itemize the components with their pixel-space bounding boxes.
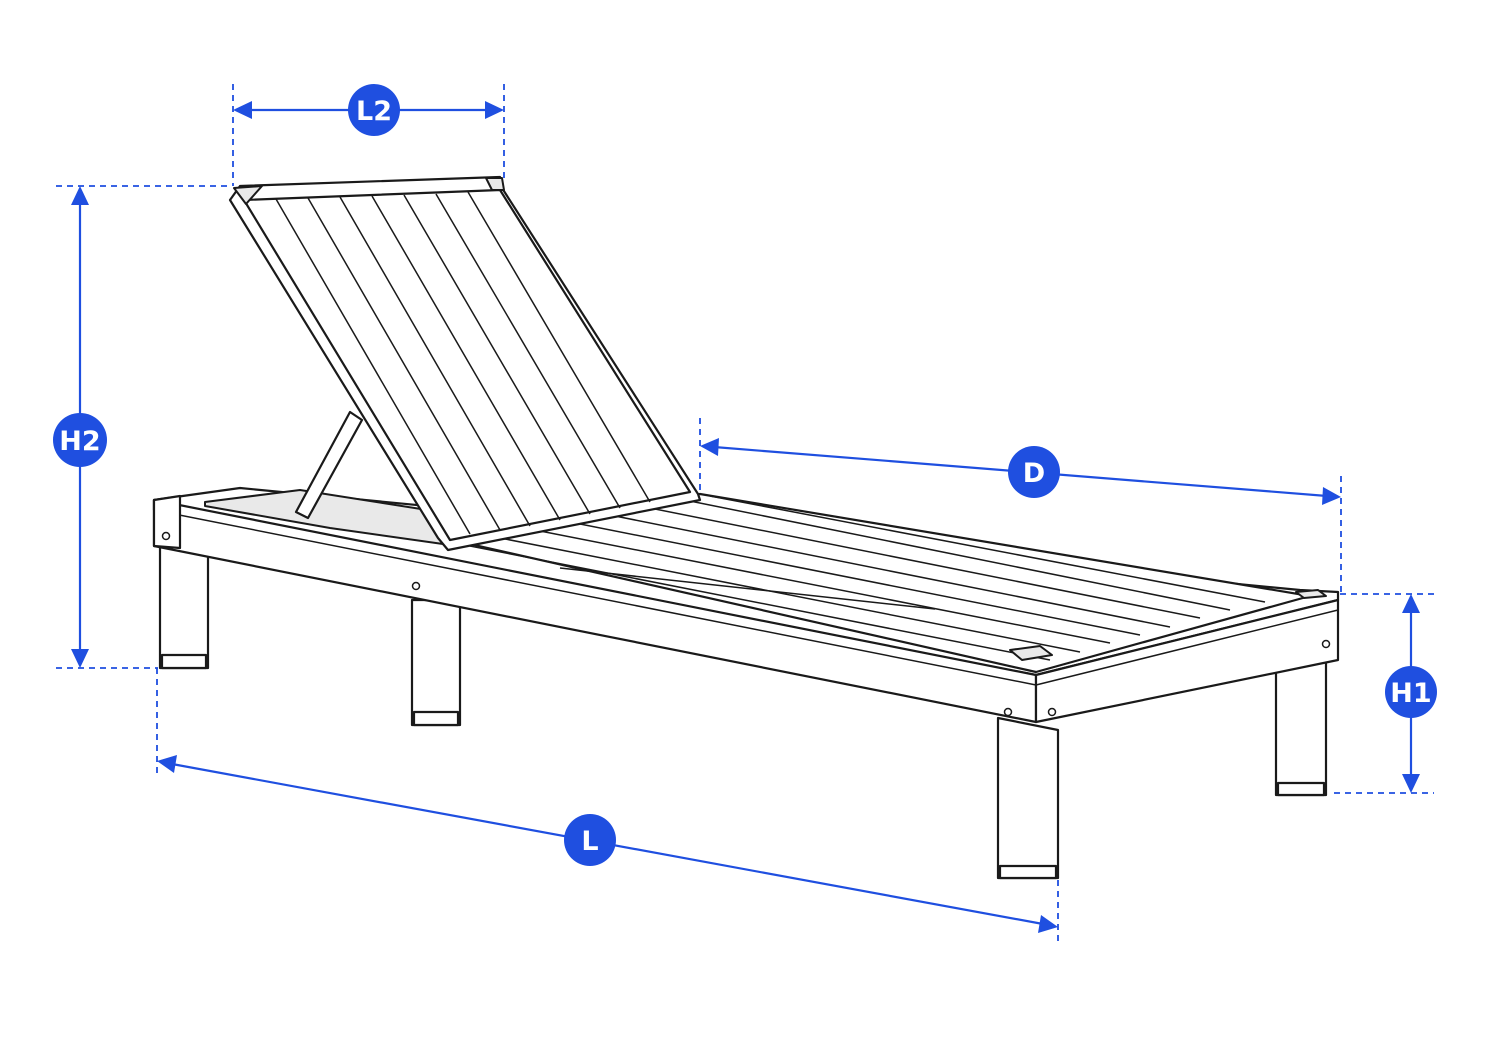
- badge-l2: [348, 84, 400, 136]
- label-l: L: [581, 826, 598, 857]
- front-left-leg: [996, 716, 1060, 880]
- rear-left-leg: [158, 544, 210, 670]
- lounger-drawing: [152, 175, 1340, 880]
- backrest: [228, 175, 702, 552]
- label-d: D: [1023, 458, 1045, 489]
- label-h1: H1: [1390, 678, 1431, 709]
- badge-h1: [1385, 666, 1437, 718]
- label-h2: H2: [59, 426, 100, 457]
- badge-d: [1008, 446, 1060, 498]
- dimension-d: D: [699, 418, 1342, 592]
- badge-l: [564, 814, 616, 866]
- dimension-l2: L2: [232, 84, 505, 186]
- frame-bolts: [161, 531, 1331, 717]
- backrest-strut: [294, 410, 364, 520]
- dimension-h1: H1: [1334, 593, 1437, 794]
- foot-end-rail: [1034, 598, 1340, 724]
- rear-right-leg: [1274, 650, 1328, 797]
- head-end-cap: [152, 494, 182, 550]
- middle-leg: [410, 598, 462, 727]
- dimension-l: L: [156, 668, 1059, 944]
- badge-h2: [53, 413, 107, 467]
- label-l2: L2: [356, 96, 392, 127]
- dimension-h2: H2: [53, 185, 228, 669]
